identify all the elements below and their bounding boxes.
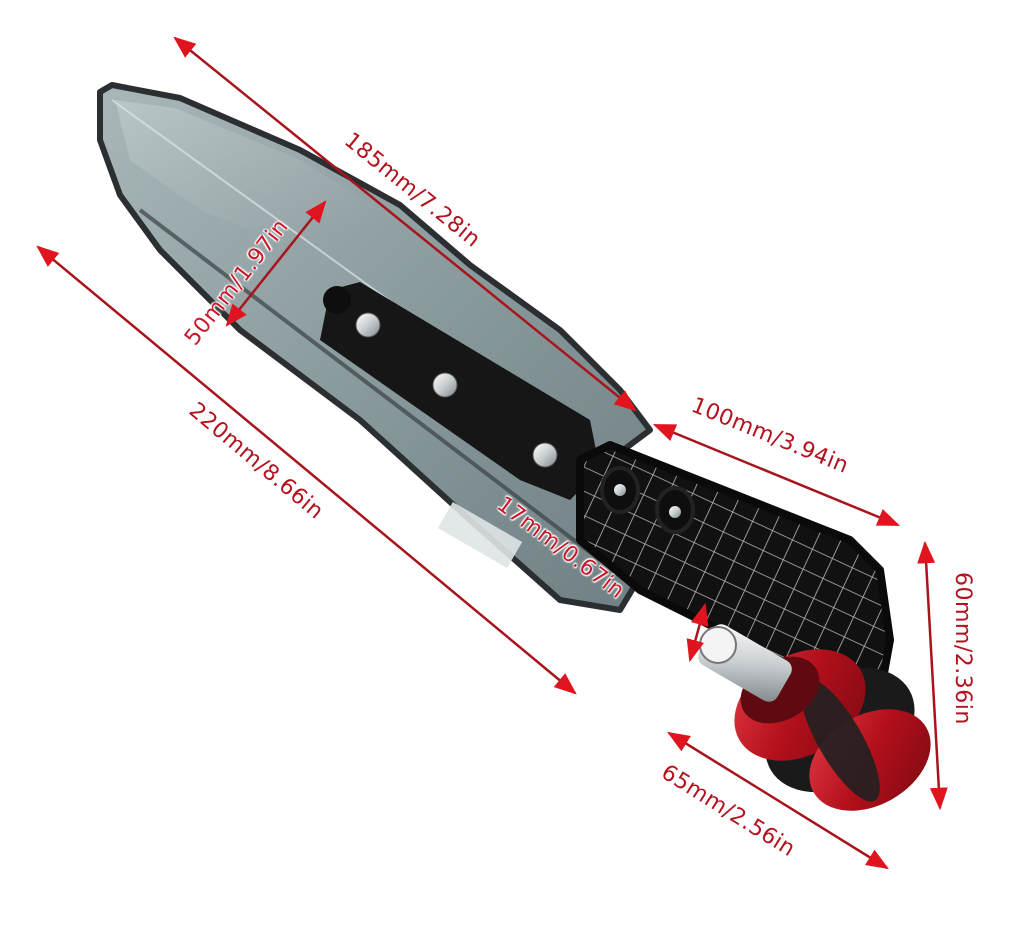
dimension-lines: [36, 36, 948, 870]
bolt-icon: [432, 372, 458, 398]
dimension-arrow-220mm: [36, 245, 577, 695]
dimension-arrow-65mm: [667, 731, 889, 870]
dimension-arrow-50mm: [225, 200, 327, 327]
bolt-icon: [532, 442, 558, 468]
dimension-label-60mm: 60mm/2.36in: [950, 572, 975, 725]
bolt-icon: [355, 312, 381, 338]
dimension-arrow-100mm: [652, 423, 901, 527]
dimension-arrow-60mm: [917, 540, 948, 811]
dimension-arrow-17mm: [686, 602, 709, 663]
